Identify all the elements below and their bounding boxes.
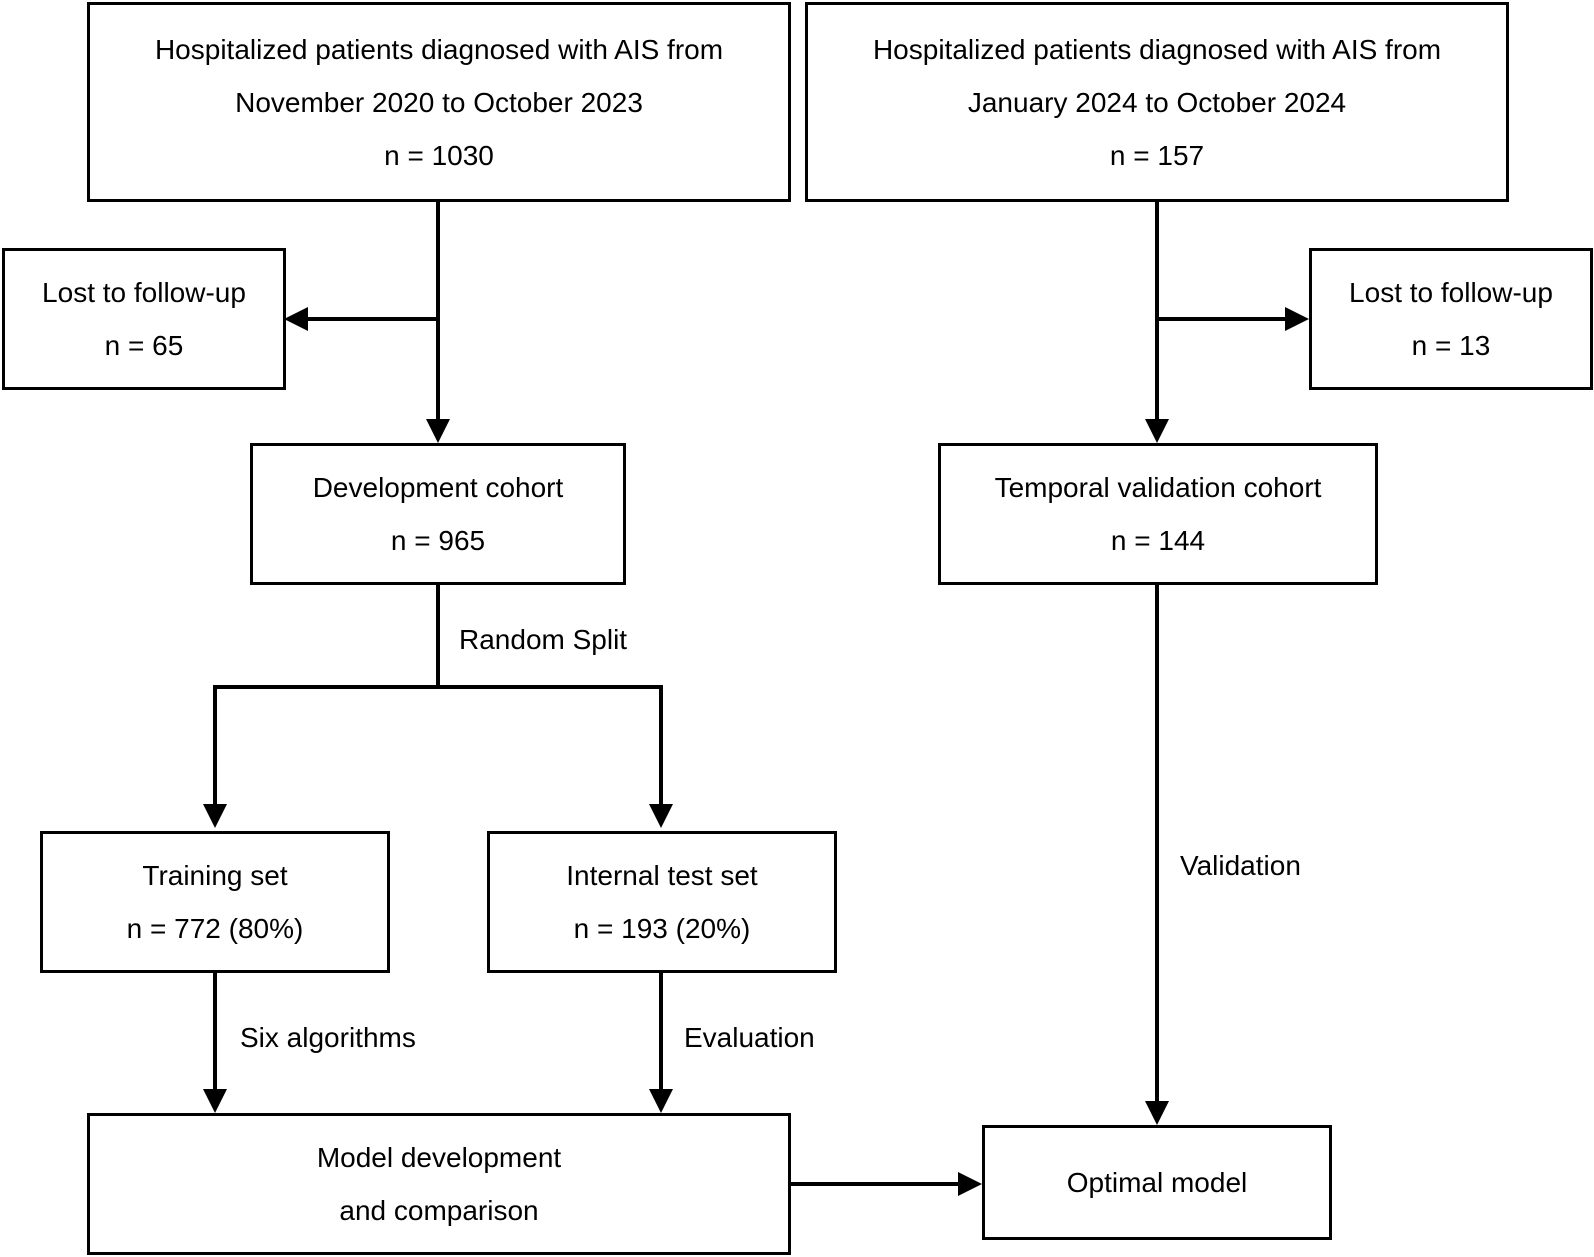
box-model-dev-line2: and comparison (339, 1195, 539, 1226)
arrowhead-internal-test (649, 804, 673, 828)
box-source-a-line2: November 2020 to October 2023 (235, 86, 643, 118)
box-source-b-line2: January 2024 to October 2024 (967, 86, 1347, 118)
box-optimal-label: Optimal model (1066, 1167, 1248, 1198)
box-development-cohort: Development cohort n = 965 (250, 443, 626, 585)
arrowhead-model-dev-right (649, 1089, 673, 1113)
arrowhead-training (203, 804, 227, 828)
box-model-dev-line1: Model development (316, 1142, 562, 1173)
box-training-set: Training set n = 772 (80%) (40, 831, 390, 973)
box-lost-b-count: n = 13 (1411, 330, 1491, 361)
arrowhead-optimal-top (1145, 1101, 1169, 1125)
box-temporal-label: Temporal validation cohort (994, 472, 1322, 503)
label-six-algorithms: Six algorithms (240, 1022, 416, 1053)
edge-split-to-training (213, 685, 663, 805)
box-temporal-count: n = 144 (1110, 525, 1206, 556)
box-optimal-model: Optimal model (982, 1125, 1332, 1240)
box-training-count: n = 772 (80%) (126, 913, 304, 944)
box-training-label: Training set (142, 860, 288, 891)
box-lost-b-label: Lost to follow-up (1349, 277, 1553, 308)
box-model-development: Model development and comparison (87, 1113, 791, 1255)
box-lost-a-count: n = 65 (104, 330, 184, 361)
box-internal-test-label: Internal test set (566, 860, 758, 891)
label-validation: Validation (1180, 850, 1301, 881)
box-temporal-validation-cohort: Temporal validation cohort n = 144 (938, 443, 1378, 585)
box-internal-test-count: n = 193 (20%) (573, 913, 751, 944)
box-lost-to-follow-up-validation: Lost to follow-up n = 13 (1309, 248, 1593, 390)
box-development-count: n = 965 (390, 525, 486, 556)
box-development-label: Development cohort (312, 472, 564, 503)
arrowhead-lost-b (1285, 307, 1309, 331)
label-evaluation: Evaluation (684, 1022, 815, 1053)
arrowhead-lost-a (284, 307, 308, 331)
box-source-b-count: n = 157 (1109, 139, 1205, 171)
box-lost-to-follow-up-development: Lost to follow-up n = 65 (2, 248, 286, 390)
box-source-development-period: Hospitalized patients diagnosed with AIS… (87, 2, 791, 202)
arrowhead-development (426, 419, 450, 443)
box-source-a-count: n = 1030 (384, 139, 494, 171)
arrowhead-model-dev-left (203, 1089, 227, 1113)
arrowhead-optimal-left (958, 1172, 982, 1196)
box-lost-a-label: Lost to follow-up (42, 277, 246, 308)
box-source-a-line1: Hospitalized patients diagnosed with AIS… (154, 33, 724, 65)
box-source-validation-period: Hospitalized patients diagnosed with AIS… (805, 2, 1509, 202)
box-source-b-line1: Hospitalized patients diagnosed with AIS… (872, 33, 1442, 65)
arrowhead-temporal (1145, 419, 1169, 443)
box-internal-test-set: Internal test set n = 193 (20%) (487, 831, 837, 973)
label-random-split: Random Split (459, 624, 628, 655)
